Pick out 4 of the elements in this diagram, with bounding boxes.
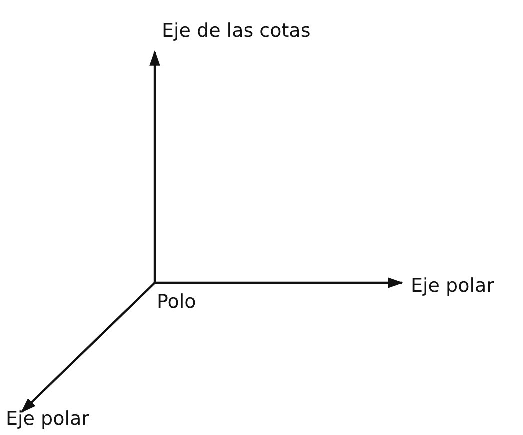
axis-label: Eje polar bbox=[6, 410, 90, 429]
axis-label: Eje de las cotas bbox=[162, 22, 311, 41]
axis-label: Eje polar bbox=[411, 277, 494, 296]
origin-label: Polo bbox=[157, 293, 196, 312]
